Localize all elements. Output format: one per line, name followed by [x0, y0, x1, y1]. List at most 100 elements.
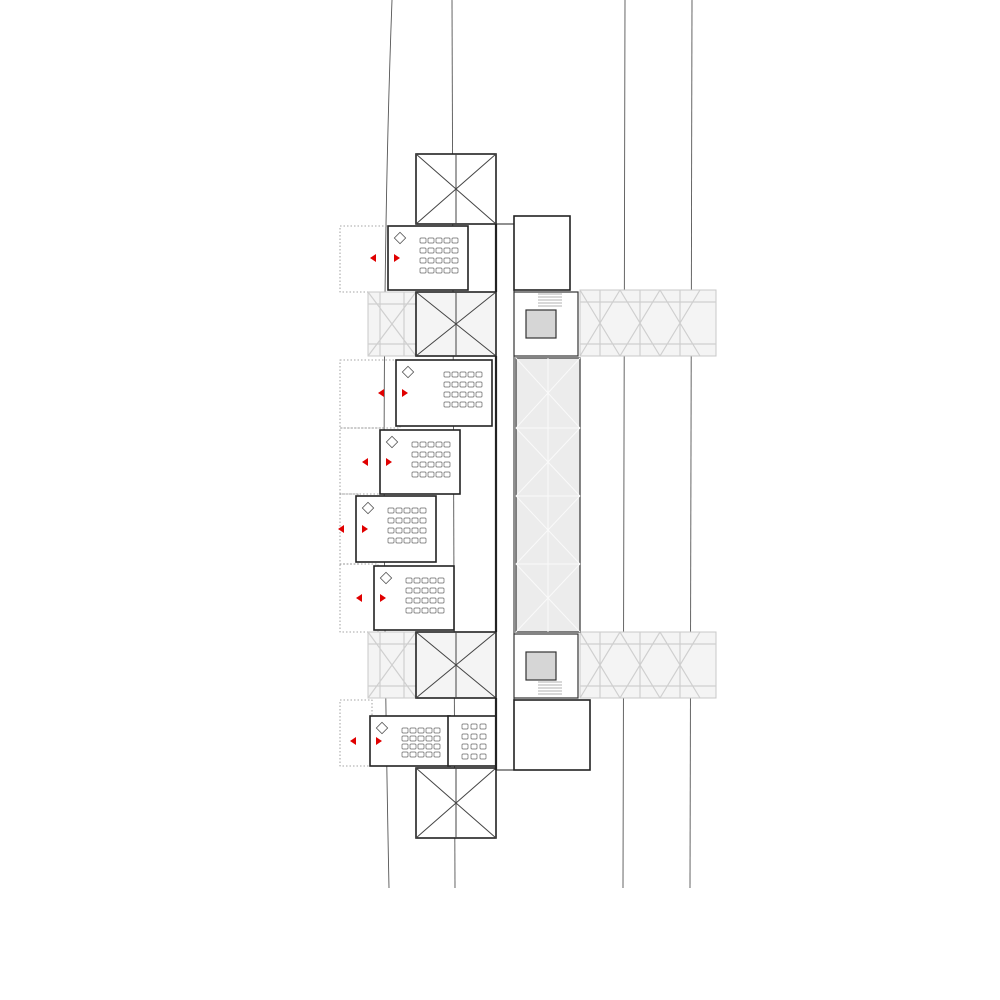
seat-icon [451, 381, 459, 388]
seat-icon [401, 735, 409, 742]
seat-icon [421, 597, 429, 604]
classrooms [338, 225, 497, 767]
stair-core-icon [525, 309, 557, 339]
seat-icon [411, 537, 419, 544]
seat-icon [479, 733, 487, 740]
seat-icon [413, 597, 421, 604]
seat-icon [470, 753, 478, 760]
seat-icon [421, 577, 429, 584]
seat-icon [405, 587, 413, 594]
seat-icon [405, 607, 413, 614]
seat-icon [427, 471, 435, 478]
seat-icon [475, 371, 483, 378]
seat-icon [435, 267, 443, 274]
seat-icon [411, 517, 419, 524]
seat-icon [403, 517, 411, 524]
seat-icon [425, 751, 433, 758]
seat-icon [443, 381, 451, 388]
seat-icon [443, 441, 451, 448]
seat-icon [479, 753, 487, 760]
seat-icon [443, 267, 451, 274]
direction-arrow-icon [402, 389, 408, 397]
seat-icon [443, 247, 451, 254]
seat-icon [419, 517, 427, 524]
seat-icon [411, 451, 419, 458]
seat-icon [443, 391, 451, 398]
seat-icon [437, 607, 445, 614]
seat-icon [395, 507, 403, 514]
seat-icon [419, 527, 427, 534]
seat-icon [429, 577, 437, 584]
right-truss-lower [579, 631, 717, 699]
seat-icon [459, 381, 467, 388]
seat-icon [433, 751, 441, 758]
seat-icon [467, 371, 475, 378]
direction-arrow-icon [356, 594, 362, 602]
seat-icon [403, 527, 411, 534]
seat-icon [443, 471, 451, 478]
classroom [378, 359, 493, 427]
seat-icon [419, 247, 427, 254]
atrium [515, 357, 581, 633]
classroom [362, 429, 461, 495]
seat-icon [417, 743, 425, 750]
direction-arrow-icon [338, 525, 344, 533]
seat-icon [387, 527, 395, 534]
direction-arrow-icon [394, 254, 400, 262]
seat-icon [433, 727, 441, 734]
seat-icon [411, 527, 419, 534]
seat-icon [475, 401, 483, 408]
seat-icon [401, 727, 409, 734]
seat-icon [421, 587, 429, 594]
lectern-icon [379, 571, 393, 585]
seat-icon [437, 587, 445, 594]
seat-icon [401, 751, 409, 758]
seat-icon [419, 451, 427, 458]
seat-icon [443, 461, 451, 468]
seat-icon [470, 723, 478, 730]
seat-icon [425, 735, 433, 742]
seat-icon [413, 607, 421, 614]
seat-icon [435, 471, 443, 478]
seat-icon [435, 247, 443, 254]
seat-icon [461, 743, 469, 750]
lectern-icon [401, 365, 415, 379]
seat-icon [411, 471, 419, 478]
seat-icon [475, 391, 483, 398]
seat-icon [427, 237, 435, 244]
stair-core-lower [513, 633, 579, 699]
seat-icon [461, 723, 469, 730]
seat-icon [461, 733, 469, 740]
seat-icon [395, 527, 403, 534]
seat-icon [461, 753, 469, 760]
seat-icon [467, 391, 475, 398]
shaft-top [415, 153, 497, 225]
seat-icon [427, 267, 435, 274]
left-truss-upper [367, 291, 497, 357]
lectern-icon [361, 501, 375, 515]
seat-icon [395, 517, 403, 524]
seat-icon [443, 451, 451, 458]
seat-icon [413, 587, 421, 594]
seat-icon [437, 597, 445, 604]
seat-icon [451, 237, 459, 244]
seat-icon [405, 577, 413, 584]
seat-icon [429, 607, 437, 614]
seat-icon [475, 381, 483, 388]
seat-icon [419, 461, 427, 468]
seat-icon [419, 237, 427, 244]
seat-icon [409, 751, 417, 758]
seat-icon [387, 507, 395, 514]
lectern-icon [375, 721, 389, 735]
seat-icon [425, 743, 433, 750]
seat-icon [427, 461, 435, 468]
seat-icon [451, 401, 459, 408]
seat-icon [401, 743, 409, 750]
classroom [356, 565, 455, 631]
seat-icon [451, 257, 459, 264]
seat-icon [417, 751, 425, 758]
seat-icon [451, 267, 459, 274]
seat-icon [427, 441, 435, 448]
seat-icon [451, 371, 459, 378]
seat-icon [409, 743, 417, 750]
